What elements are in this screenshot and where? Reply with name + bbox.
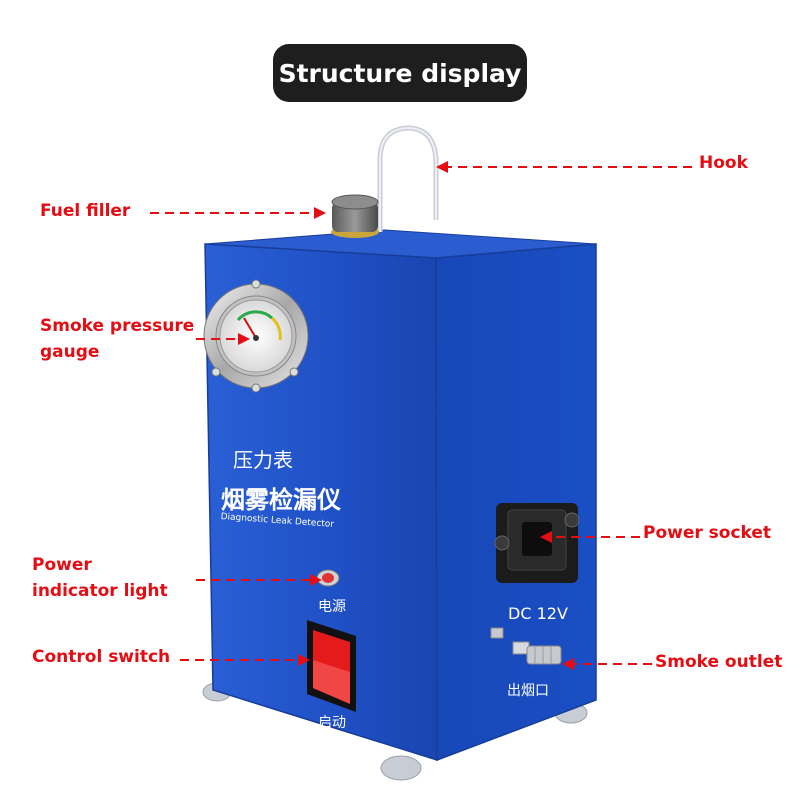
outlet-caption: 出烟口 xyxy=(507,683,549,699)
callout-hook: Hook xyxy=(699,153,748,173)
callout-arrows xyxy=(238,161,574,670)
callout-lines xyxy=(150,166,692,665)
switch-caption: 启动 xyxy=(318,715,346,731)
pressure-gauge xyxy=(203,279,309,393)
gauge-caption: 压力表 xyxy=(233,448,293,472)
title-text: Structure display xyxy=(278,58,522,88)
callout-power-indicator-line2: indicator light xyxy=(32,581,168,601)
control-switch[interactable] xyxy=(307,620,356,712)
hook-wire xyxy=(377,125,439,232)
power-light-caption: 电源 xyxy=(318,599,346,615)
callout-gauge-line2: gauge xyxy=(40,342,100,362)
callout-gauge-line1: Smoke pressure xyxy=(40,316,195,336)
fuel-filler-cap xyxy=(331,194,379,238)
power-socket xyxy=(494,503,580,583)
callout-control-switch: Control switch xyxy=(32,647,171,667)
side-panel xyxy=(435,243,597,762)
product-name: 烟雾检漏仪 xyxy=(221,486,341,514)
title-badge: Structure display xyxy=(273,44,527,102)
callout-power-indicator-line1: Power xyxy=(32,555,92,575)
callout-power-socket: Power socket xyxy=(643,523,772,543)
power-indicator-light xyxy=(316,569,340,587)
callout-fuel-filler: Fuel filler xyxy=(40,201,131,221)
callout-smoke-outlet: Smoke outlet xyxy=(655,652,783,672)
smoke-outlet-nozzle xyxy=(490,627,562,665)
voltage-label: DC 12V xyxy=(508,604,568,623)
